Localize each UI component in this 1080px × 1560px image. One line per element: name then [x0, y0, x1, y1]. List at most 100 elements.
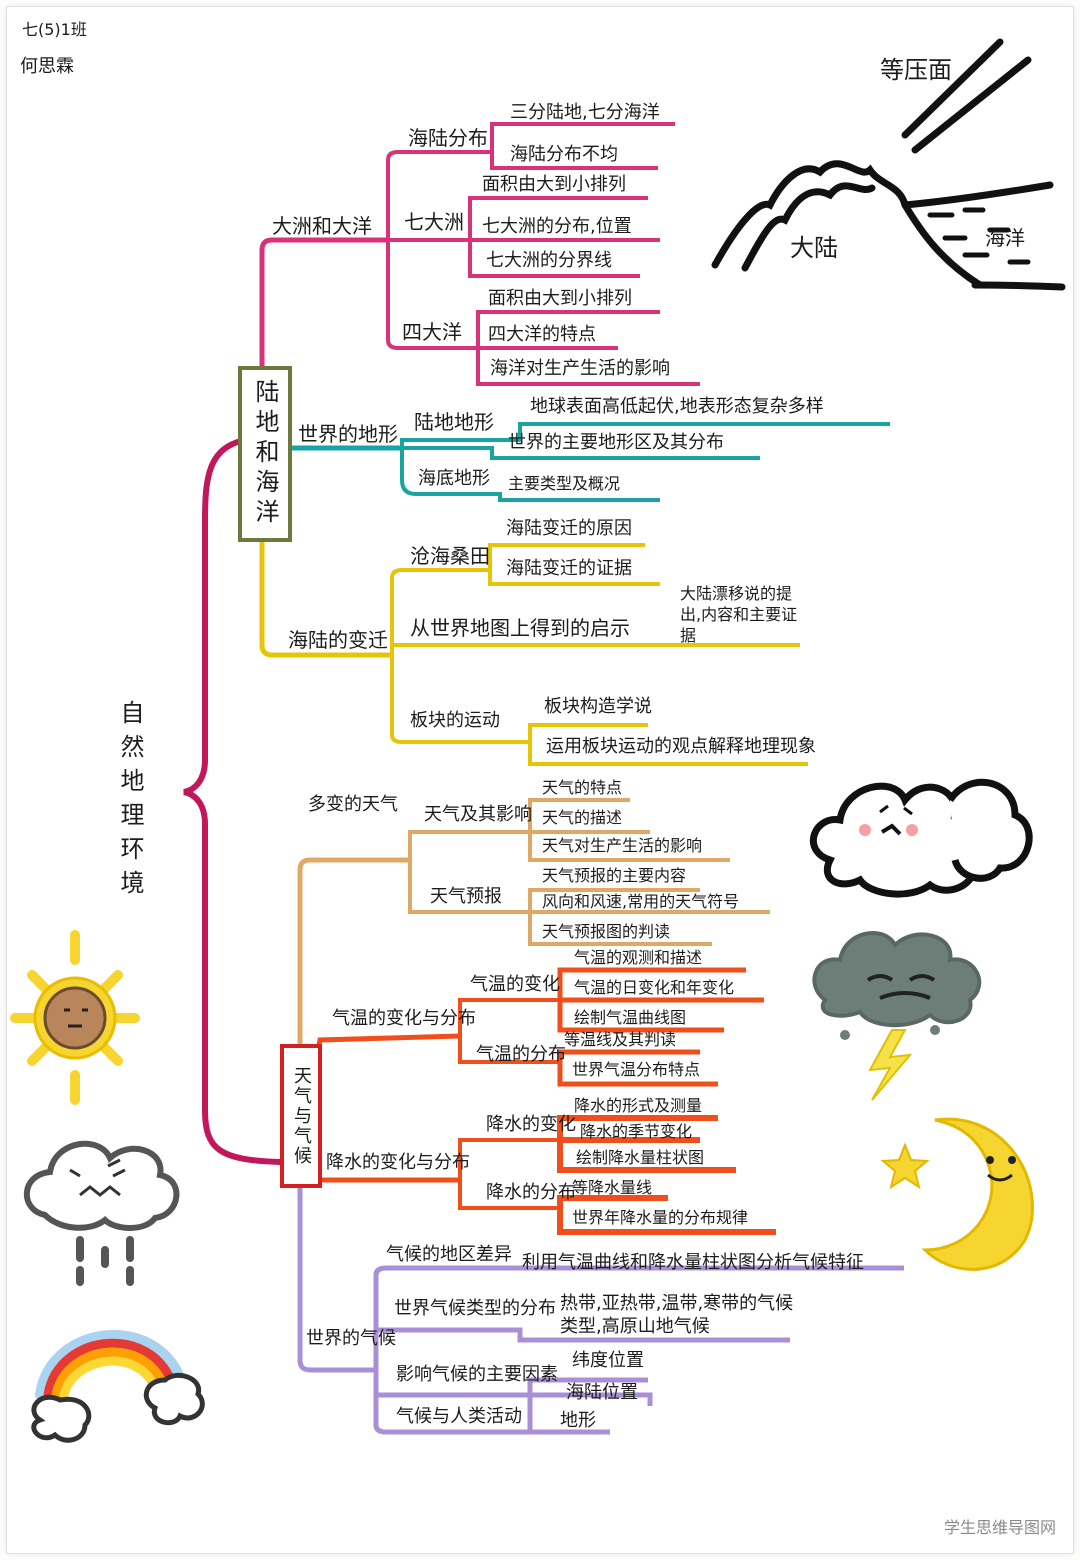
node-sea-land-distribution: 海陆分布	[408, 126, 488, 150]
node-climate-factors: 影响气候的主要因素	[396, 1364, 558, 1385]
leaf-weather-life-impact: 天气对生产生活的影响	[542, 836, 703, 855]
leaf-precip-seasonal: 降水的季节变化	[580, 1122, 693, 1141]
links-four-oceans	[476, 310, 700, 386]
node-precip-change: 降水的变化	[486, 1114, 576, 1135]
leaf-precip-forms: 降水的形式及测量	[574, 1096, 703, 1115]
leaf-world-precip: 世界年降水量的分布规律	[572, 1208, 749, 1227]
leaf-temp-observation: 气温的观测和描述	[574, 948, 703, 967]
node-sea-land-change: 海陆的变迁	[288, 628, 388, 652]
cloud-face-icon	[809, 778, 1033, 898]
leaf-continental-drift: 大陆漂移说的提出,内容和主要证据	[680, 584, 798, 645]
leaf-weather-features: 天气的特点	[542, 778, 623, 797]
links-forecast	[528, 888, 770, 946]
spine-climate	[297, 1185, 376, 1373]
leaf-precip-bar-chart: 绘制降水量柱状图	[576, 1148, 705, 1167]
leaf-terrain-regions: 世界的主要地形区及其分布	[508, 432, 724, 453]
links-climate-factors	[527, 1377, 653, 1435]
rain-cloud-icon	[23, 1140, 180, 1286]
links-weather-impact	[528, 798, 730, 862]
leaf-isotherm: 等温线及其判读	[564, 1030, 677, 1049]
leaf-surface-relief: 地球表面高低起伏,地表形态复杂多样	[530, 396, 824, 417]
branch-weather-climate-box: 天气与气候	[280, 1044, 322, 1188]
spine-weather	[297, 857, 410, 1065]
leaf-three-seven: 三分陆地,七分海洋	[510, 102, 660, 123]
root-topic: 自然地理环境	[116, 700, 144, 904]
node-world-climate: 世界的气候	[306, 1328, 396, 1349]
node-climate-types: 世界气候类型的分布	[394, 1298, 556, 1319]
tree-precip	[458, 1138, 560, 1210]
tree-weather	[408, 830, 530, 914]
leaf-ocean-area: 面积由大到小排列	[488, 288, 632, 309]
leaf-forecast-content: 天气预报的主要内容	[542, 866, 687, 885]
tree-temp	[458, 998, 560, 1064]
node-world-map-insight: 从世界地图上得到的启示	[410, 616, 630, 640]
leaf-continent-position: 七大洲的分布,位置	[482, 216, 632, 237]
node-changing-weather: 多变的天气	[308, 794, 398, 815]
branch-land-sea-title: 陆地和海洋	[251, 379, 279, 529]
paper-sheet	[6, 6, 1074, 1554]
node-temp-distribution: 气温的分布	[476, 1044, 566, 1065]
node-world-terrain: 世界的地形	[298, 422, 398, 446]
node-temperature: 气温的变化与分布	[332, 1008, 476, 1029]
branch-land-sea-box: 陆地和海洋	[238, 366, 292, 542]
spine-sea-land	[259, 237, 388, 370]
label-land: 大陆	[790, 234, 838, 262]
leaf-latitude: 纬度位置	[572, 1350, 644, 1371]
leaf-climate-analysis: 利用气温曲线和降水量柱状图分析气候特征	[522, 1252, 864, 1273]
leaf-uneven: 海陆分布不均	[510, 144, 618, 165]
leaf-temp-curve: 绘制气温曲线图	[574, 1008, 687, 1027]
leaf-forecast-map: 天气预报图的判读	[542, 922, 671, 941]
links-plates	[528, 723, 808, 766]
leaf-ocean-features: 四大洋的特点	[488, 324, 596, 345]
leaf-seabed-types: 主要类型及概况	[508, 474, 621, 493]
leaf-continent-boundary: 七大洲的分界线	[486, 250, 612, 271]
leaf-wind-symbols: 风向和风速,常用的天气符号	[542, 892, 740, 911]
leaf-isohyet: 等降水量线	[572, 1178, 653, 1197]
author-class: 七(5)1班	[22, 20, 87, 39]
watermark: 学生思维导图网	[943, 1518, 1056, 1537]
links-precip-dist	[557, 1195, 776, 1235]
leaf-temp-daily-annual: 气温的日变化和年变化	[574, 978, 735, 997]
leaf-change-causes: 海陆变迁的原因	[506, 518, 632, 539]
node-weather-forecast: 天气预报	[430, 886, 502, 907]
leaf-change-evidence: 海陆变迁的证据	[506, 558, 632, 579]
node-land-terrain: 陆地地形	[414, 410, 494, 434]
node-climate-differences: 气候的地区差异	[386, 1244, 512, 1265]
node-four-oceans: 四大洋	[402, 320, 462, 344]
links-temp-change	[557, 967, 764, 1033]
node-seabed-terrain: 海底地形	[418, 468, 490, 489]
sun-icon	[10, 930, 140, 1105]
links-temp-dist	[557, 1049, 718, 1087]
leaf-climate-zones: 热带,亚热带,温带,寒带的气候类型,高原山地气候	[560, 1293, 794, 1338]
tree-terrain	[400, 422, 890, 502]
leaf-world-temp: 世界气温分布特点	[572, 1060, 701, 1079]
node-continents-oceans: 大洲和大洋	[272, 214, 372, 238]
tree-change	[390, 568, 800, 744]
node-plate-movement: 板块的运动	[410, 710, 500, 731]
leaf-continent-area: 面积由大到小排列	[482, 174, 626, 195]
label-isobar: 等压面	[880, 56, 952, 84]
author-name: 何思霖	[20, 56, 74, 77]
node-precipitation: 降水的变化与分布	[326, 1152, 470, 1173]
links-sea-change	[488, 543, 660, 586]
links-sea-land-distribution	[490, 122, 675, 170]
moon-star-icon	[880, 1117, 1034, 1271]
node-temp-change: 气温的变化	[470, 974, 560, 995]
node-seven-continents: 七大洲	[404, 210, 464, 234]
leaf-terrain: 地形	[560, 1410, 596, 1431]
rainbow-icon	[31, 1329, 205, 1443]
main-brace	[183, 435, 283, 1165]
node-precip-distribution: 降水的分布	[486, 1182, 576, 1203]
leaf-sea-land-position: 海陆位置	[566, 1382, 638, 1403]
leaf-plate-theory: 板块构造学说	[544, 696, 652, 717]
storm-cloud-icon	[812, 931, 982, 1101]
tree-climate	[373, 1265, 904, 1435]
node-climate-human: 气候与人类活动	[396, 1406, 522, 1427]
label-ocean: 海洋	[985, 226, 1025, 250]
tree-continents	[386, 150, 492, 350]
links-precip-change	[557, 1115, 736, 1173]
links-seven-continents	[468, 196, 660, 278]
spine-change	[259, 536, 392, 658]
leaf-weather-description: 天气的描述	[542, 808, 623, 827]
